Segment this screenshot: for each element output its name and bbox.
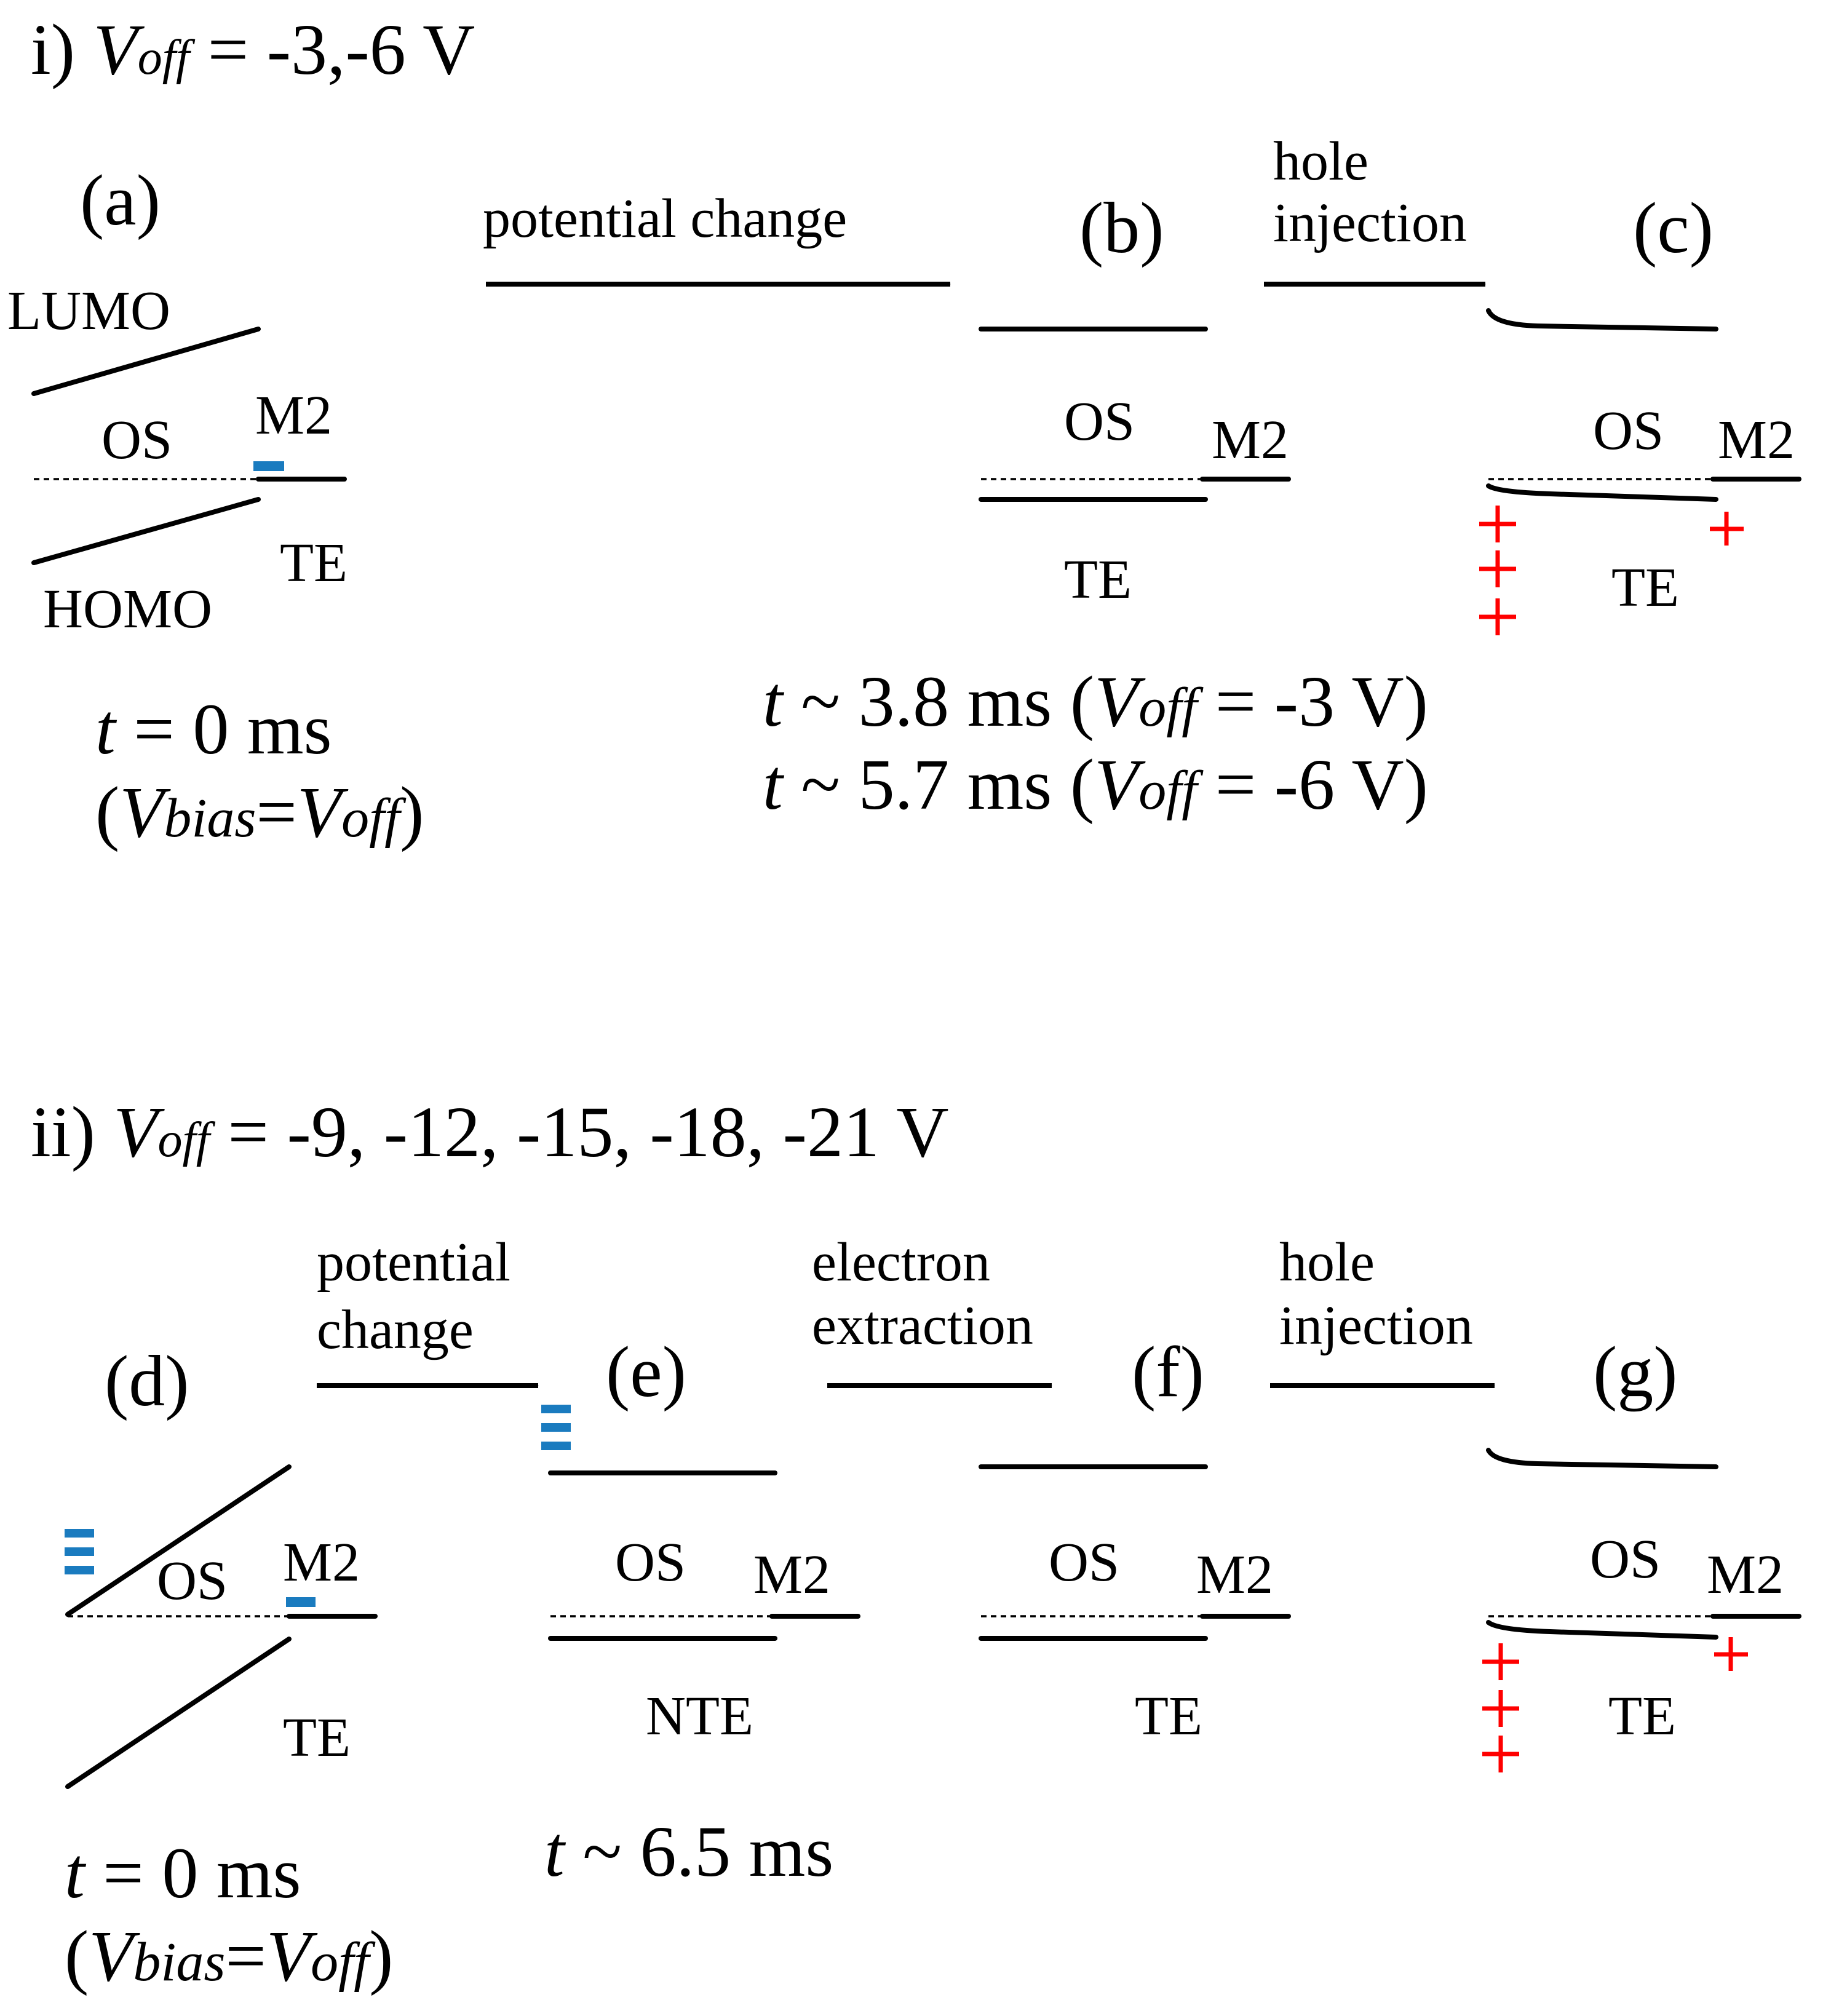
panel-c-label: (c) xyxy=(1633,188,1714,268)
panel-f-label: (f) xyxy=(1132,1331,1204,1412)
electron-marker xyxy=(65,1566,94,1574)
section-i-title: i) Voff = -3,-6 V xyxy=(31,9,475,90)
electron-markers-d xyxy=(65,1529,94,1574)
panel-g-label: (g) xyxy=(1593,1331,1678,1412)
te-label-a: TE xyxy=(280,533,348,593)
arrow-hole-label-i: hole xyxy=(1273,131,1368,192)
electron-marker xyxy=(65,1529,94,1538)
hole-plus xyxy=(1482,1736,1519,1772)
panel-e-label: (e) xyxy=(606,1331,686,1412)
bias-condition-i: (Vbias=Voff) xyxy=(95,772,424,852)
m2-label-c: M2 xyxy=(1718,410,1795,470)
os-label-g: OS xyxy=(1590,1529,1661,1590)
time-zero-ii: t = 0 ms xyxy=(65,1833,301,1913)
panel-d-label: (d) xyxy=(105,1341,189,1421)
m2-label-e: M2 xyxy=(753,1544,830,1605)
homo-band-a xyxy=(31,497,261,565)
hole-plus xyxy=(1710,512,1744,546)
hole-markers-c xyxy=(1479,506,1744,635)
lumo-label: LUMO xyxy=(7,280,170,341)
nte-label-e: NTE xyxy=(646,1686,753,1747)
os-label-f: OS xyxy=(1049,1532,1119,1593)
electron-marker xyxy=(541,1442,571,1450)
os-label-b: OS xyxy=(1064,391,1135,452)
te-label-f: TE xyxy=(1135,1686,1202,1747)
te-label-d: TE xyxy=(283,1707,351,1768)
hole-markers-g xyxy=(1482,1637,1748,1772)
bias-condition-ii: (Vbias=Voff) xyxy=(65,1916,393,1996)
hole-plus xyxy=(1482,1690,1519,1727)
homo-band-d xyxy=(65,1637,292,1789)
m2-label-d: M2 xyxy=(283,1532,360,1593)
panel-a-label: (a) xyxy=(80,160,161,240)
lumo-band-c xyxy=(1486,308,1718,331)
electron-marker-d xyxy=(286,1597,316,1607)
arrow-hole-label-ii: hole xyxy=(1279,1232,1375,1293)
arrow-injection-label-i: injection xyxy=(1273,192,1467,253)
electron-markers-e xyxy=(541,1405,571,1450)
time-65ms: t ~ 6.5 ms xyxy=(544,1811,833,1892)
os-label-e: OS xyxy=(615,1532,686,1593)
m2-label-g: M2 xyxy=(1707,1544,1784,1605)
time-zero-i: t = 0 ms xyxy=(95,689,332,769)
lumo-band-g xyxy=(1486,1448,1718,1469)
te-label-g: TE xyxy=(1608,1686,1676,1747)
electron-marker xyxy=(541,1423,571,1432)
panel-b-label: (b) xyxy=(1079,188,1164,268)
arrow-electron-label: electron xyxy=(812,1232,990,1293)
os-label-d: OS xyxy=(157,1550,228,1611)
m2-label-f: M2 xyxy=(1196,1544,1273,1605)
te-label-c: TE xyxy=(1611,557,1679,618)
arrow-extraction-label: extraction xyxy=(812,1295,1033,1356)
hole-plus xyxy=(1479,550,1516,587)
m2-label-b: M2 xyxy=(1212,410,1289,470)
lumo-band-d xyxy=(65,1464,292,1617)
homo-band-g xyxy=(1486,1620,1718,1640)
arrow-potential-label-ii: potential xyxy=(317,1232,510,1293)
hole-plus xyxy=(1479,598,1516,635)
os-label-a: OS xyxy=(101,410,172,470)
homo-band-c xyxy=(1486,483,1718,502)
arrow-potential-change-label: potential change xyxy=(483,188,847,249)
lumo-band-a xyxy=(31,327,261,396)
m2-label-a: M2 xyxy=(255,385,332,446)
homo-label: HOMO xyxy=(43,579,212,640)
electron-marker-a xyxy=(253,461,284,471)
time-57ms: t ~ 5.7 ms (Voff = -6 V) xyxy=(763,744,1428,825)
electron-marker xyxy=(541,1405,571,1413)
hole-plus xyxy=(1482,1643,1519,1680)
electron-marker xyxy=(65,1547,94,1556)
time-38ms: t ~ 3.8 ms (Voff = -3 V) xyxy=(763,661,1428,742)
hole-plus xyxy=(1479,506,1516,542)
te-label-b: TE xyxy=(1064,549,1132,610)
section-ii-title: ii) Voff = -9, -12, -15, -18, -21 V xyxy=(31,1092,949,1172)
os-label-c: OS xyxy=(1593,400,1664,461)
arrow-injection-label-ii: injection xyxy=(1279,1295,1473,1356)
arrow-change-label-ii: change xyxy=(317,1300,474,1360)
hole-plus xyxy=(1714,1637,1748,1671)
